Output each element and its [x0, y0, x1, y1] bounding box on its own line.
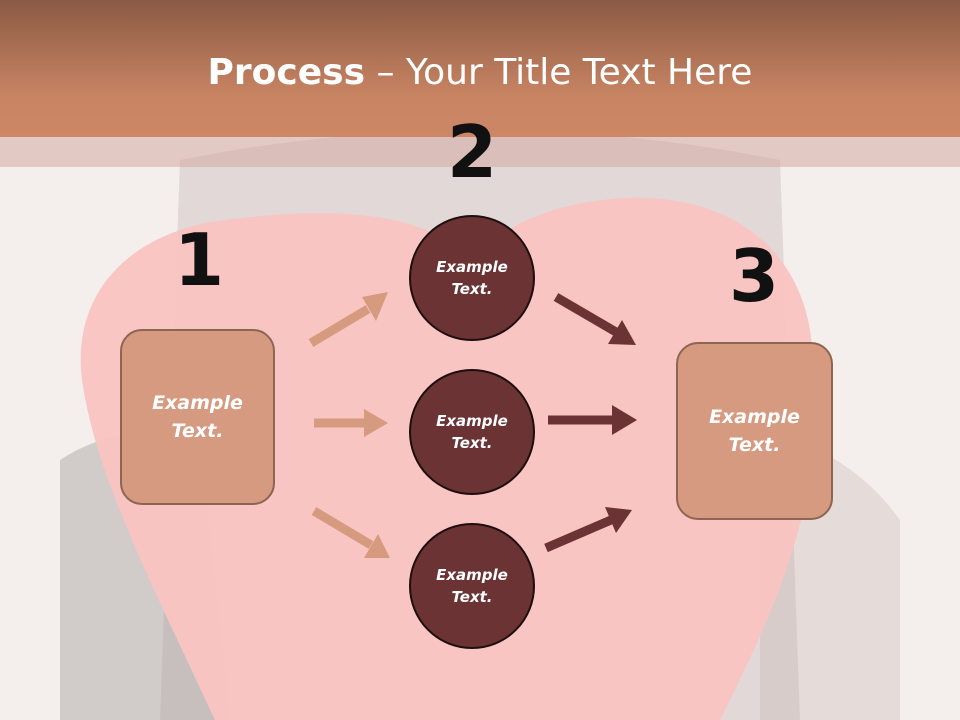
- arrow-1-to-bottom: [311, 507, 390, 558]
- step-1-box: Example Text.: [120, 329, 275, 505]
- step-number-1: 1: [173, 218, 225, 302]
- step-2-circle-top: Example Text.: [409, 215, 535, 341]
- step-2-circle-middle: Example Text.: [409, 369, 535, 495]
- step-1-text: Example Text.: [152, 391, 243, 443]
- step-2-circle-top-text: Example Text.: [436, 257, 508, 299]
- title-bar: [0, 0, 960, 137]
- arrow-1-to-top: [308, 292, 388, 347]
- step-number-2: 2: [446, 110, 498, 194]
- title-rest: – Your Title Text Here: [365, 52, 753, 93]
- step-2-circle-bottom-text: Example Text.: [436, 565, 508, 607]
- title-strip: [0, 137, 960, 167]
- page-title: Process – Your Title Text Here: [0, 52, 960, 93]
- arrow-middle-to-3: [548, 405, 637, 435]
- arrow-bottom-to-3: [544, 507, 632, 553]
- step-2-circle-middle-text: Example Text.: [436, 411, 508, 453]
- arrow-1-to-middle: [314, 409, 388, 437]
- arrow-top-to-3: [553, 293, 636, 345]
- step-3-box: Example Text.: [676, 342, 833, 520]
- title-bold: Process: [207, 52, 366, 93]
- step-3-text: Example Text.: [709, 405, 800, 457]
- step-number-3: 3: [728, 234, 780, 318]
- step-2-circle-bottom: Example Text.: [409, 523, 535, 649]
